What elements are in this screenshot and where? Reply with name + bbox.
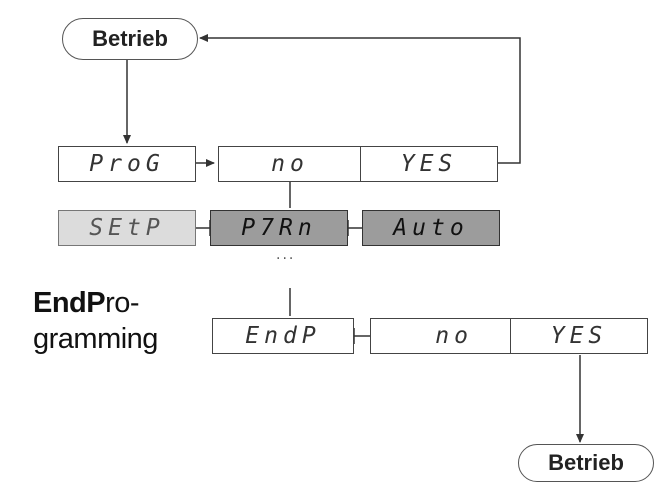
endp-yes-display: YES [510,318,648,354]
setp-display: SEtP [58,210,196,246]
arrow-yes-to-betrieb [199,34,521,164]
prog-no-display: no [218,146,362,182]
prog-yes-display: YES [360,146,498,182]
betrieb-node-bottom: Betrieb [518,444,654,482]
betrieb-node-top: Betrieb [62,18,198,60]
auto-display: Auto [362,210,500,246]
param-display: P7Rn [210,210,348,246]
ellipsis: ··· [276,251,296,267]
prog-display: ProG [58,146,196,182]
endp-caption: EndPro- gramming [33,287,158,355]
endp-no-display: no [370,318,512,354]
endp-display: EndP [212,318,354,354]
